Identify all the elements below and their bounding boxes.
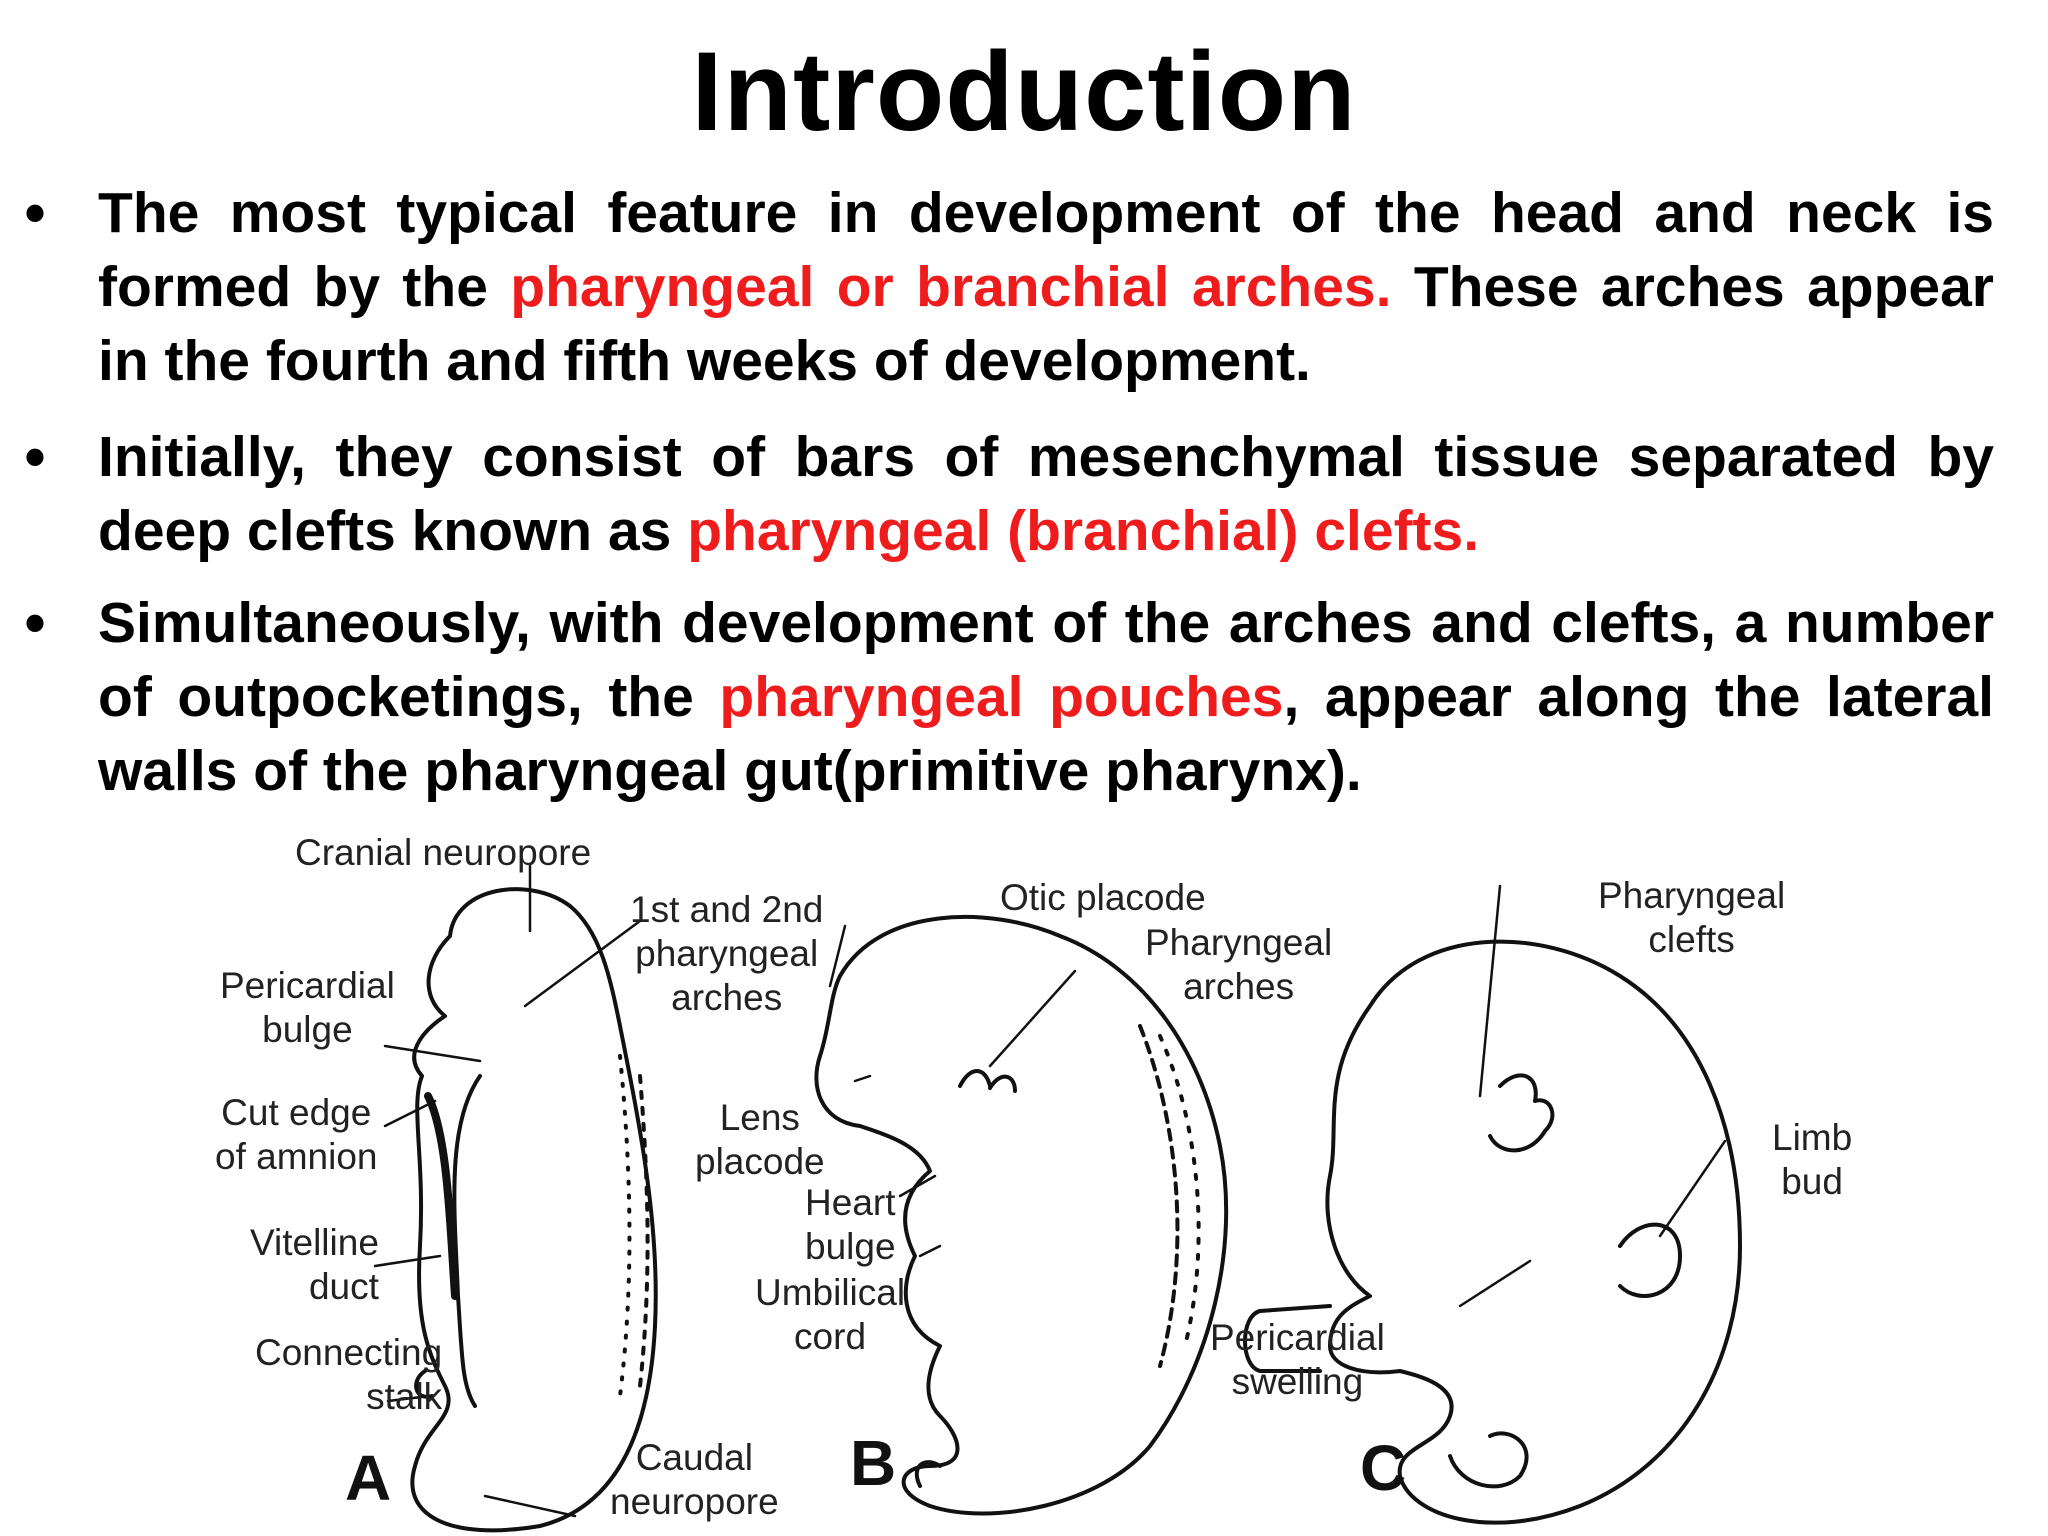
bullet-segment: Simultaneously, with development of the …: [98, 591, 1994, 729]
embryo-figure: Cranial neuropore 1st and 2nd pharyngeal…: [200, 826, 1880, 1536]
label-line: Caudal: [635, 1437, 753, 1478]
label-umbilical-cord: Umbilical cord: [755, 1271, 905, 1359]
label-connecting-stalk: Connecting stalk: [255, 1331, 442, 1419]
label-line: bud: [1781, 1161, 1843, 1202]
label-line: neuropore: [610, 1481, 779, 1522]
label-cranial-neuropore: Cranial neuropore: [295, 832, 592, 873]
bullet-text: Simultaneously, with development of the …: [98, 586, 1994, 808]
bullet-dot-icon: •: [24, 589, 46, 656]
bullet-segment: The most typical feature in development …: [98, 181, 1994, 319]
label-line: cord: [794, 1316, 867, 1357]
label-line: of amnion: [215, 1136, 378, 1177]
bullet-item: • Initially, they consist of bars of mes…: [0, 420, 1994, 568]
label-line: bulge: [805, 1226, 896, 1267]
label-line: Cut edge: [221, 1092, 372, 1133]
bullet-highlight: pharyngeal pouches: [719, 665, 1284, 729]
label-line: bulge: [262, 1009, 353, 1050]
label-cut-edge-amnion: Cut edge of amnion: [215, 1091, 378, 1179]
label-line: Vitelline: [250, 1222, 379, 1263]
bullet-segment: , appear along the lateral walls of the …: [98, 665, 1994, 803]
label-line: Connecting: [255, 1332, 443, 1373]
bullet-text: Initially, they consist of bars of mesen…: [98, 420, 1994, 568]
label-line: clefts: [1648, 919, 1735, 960]
label-line: Limb: [1772, 1117, 1853, 1158]
embryo-illustration: [373, 864, 1742, 1533]
label-line: stalk: [366, 1376, 443, 1417]
label-line: Pericardial: [1210, 1317, 1385, 1358]
label-line: placode: [695, 1141, 825, 1182]
slide-title: Introduction: [691, 29, 1357, 154]
label-caudal-neuropore: Caudal neuropore: [610, 1436, 779, 1524]
label-pharyngeal-arches: Pharyngeal arches: [1145, 921, 1332, 1009]
label-line: swelling: [1231, 1361, 1364, 1402]
label-vitelline-duct: Vitelline duct: [250, 1221, 379, 1309]
bullet-segment: These arches appear in the fourth and fi…: [98, 255, 1994, 393]
label-heart-bulge: Heart bulge: [805, 1181, 896, 1269]
bullet-dot-icon: •: [24, 179, 46, 246]
panel-label-c: C: [1360, 1432, 1407, 1504]
label-line: pharyngeal: [635, 933, 819, 974]
label-line: arches: [671, 977, 783, 1018]
label-line: arches: [1183, 966, 1295, 1007]
label-line: Pharyngeal: [1145, 922, 1333, 963]
label-pharyngeal-clefts: Pharyngeal clefts: [1598, 874, 1785, 962]
label-line: Pericardial: [220, 965, 395, 1006]
label-line: 1st and 2nd: [630, 889, 824, 930]
label-line: Pharyngeal: [1598, 875, 1786, 916]
label-pericardial-swelling: Pericardial swelling: [1210, 1316, 1385, 1404]
label-first-second-arches: 1st and 2nd pharyngeal arches: [630, 888, 823, 1020]
label-line: Umbilical: [755, 1272, 906, 1313]
label-line: duct: [308, 1266, 379, 1307]
bullet-item: • The most typical feature in developmen…: [0, 176, 1994, 398]
embryo-b-drawing: [814, 914, 1229, 1516]
label-pericardial-bulge: Pericardial bulge: [220, 964, 395, 1052]
embryo-c-drawing: [1243, 939, 1742, 1525]
panel-label-b: B: [850, 1427, 897, 1499]
embryo-a-drawing: [410, 887, 658, 1533]
bullet-highlight: pharyngeal (branchial) clefts.: [687, 499, 1480, 563]
bullet-item: • Simultaneously, with development of th…: [0, 586, 1994, 808]
bullet-text: The most typical feature in development …: [98, 176, 1994, 398]
bullet-segment: Initially, they consist of bars of mesen…: [98, 425, 1994, 563]
panel-label-a: A: [345, 1442, 392, 1514]
bullet-dot-icon: •: [24, 423, 46, 490]
label-lens-placode: Lens placode: [695, 1096, 825, 1184]
label-limb-bud: Limb bud: [1772, 1116, 1852, 1204]
label-otic-placode: Otic placode: [1000, 877, 1206, 918]
label-line: Heart: [805, 1182, 896, 1223]
bullet-highlight: pharyngeal or branchial arches.: [510, 255, 1392, 319]
leader-lines: [373, 864, 1727, 1518]
label-line: Lens: [719, 1097, 800, 1138]
